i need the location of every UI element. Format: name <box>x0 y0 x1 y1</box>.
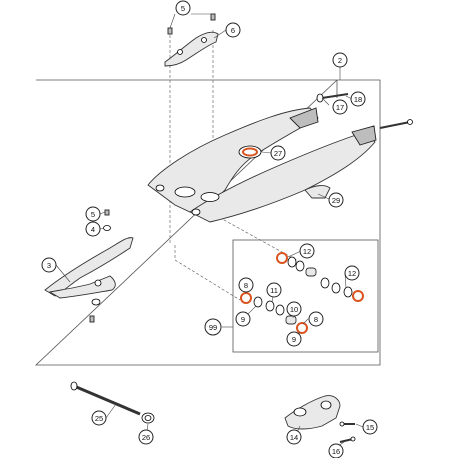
svg-text:11: 11 <box>270 286 278 295</box>
callout-25: 25 <box>91 410 107 426</box>
pivot-shaft-part <box>70 381 141 416</box>
svg-text:8: 8 <box>314 315 318 324</box>
swingarm-part <box>147 107 377 223</box>
callout-16: 16 <box>328 443 344 459</box>
svg-text:12: 12 <box>303 247 311 256</box>
slider-small-hardware <box>89 209 111 323</box>
leader-lines <box>55 13 364 452</box>
svg-text:10: 10 <box>290 305 298 314</box>
callout-12-upper: 12 <box>299 243 315 259</box>
callout-4: 4 <box>85 221 101 237</box>
callout-9-right: 9 <box>286 331 302 347</box>
dash-line-pivot-upper <box>214 214 301 263</box>
callout-14: 14 <box>286 429 302 445</box>
swingarm-group-frame <box>34 79 381 366</box>
callout-8-left: 8 <box>238 277 254 293</box>
bearing-kit-frame <box>232 239 379 353</box>
bearing-kit-parts <box>240 252 364 334</box>
bolt-pair-top <box>167 13 216 35</box>
callout-8-right: 8 <box>308 311 324 327</box>
svg-text:25: 25 <box>95 414 103 423</box>
callout-17: 17 <box>332 99 348 115</box>
svg-text:6: 6 <box>231 26 235 35</box>
svg-text:15: 15 <box>366 423 374 432</box>
chain-guide-lower-part <box>284 395 341 430</box>
svg-text:8: 8 <box>244 281 248 290</box>
svg-text:2: 2 <box>338 56 342 65</box>
svg-text:9: 9 <box>292 335 296 344</box>
svg-text:14: 14 <box>290 433 298 442</box>
svg-text:4: 4 <box>91 225 95 234</box>
svg-text:5: 5 <box>91 210 95 219</box>
callout-26: 26 <box>138 429 154 445</box>
svg-text:26: 26 <box>142 433 150 442</box>
svg-text:16: 16 <box>332 447 340 456</box>
callout-99: 99 <box>204 318 222 336</box>
callout-6: 6 <box>225 22 241 38</box>
svg-text:3: 3 <box>47 261 51 270</box>
callout-5-top: 5 <box>175 0 191 16</box>
callout-5-left: 5 <box>85 206 101 222</box>
callout-11: 11 <box>266 282 282 298</box>
chain-slider-part <box>44 237 134 299</box>
svg-text:9: 9 <box>241 315 245 324</box>
chain-adjuster-bolt-lower <box>379 119 413 129</box>
callout-3: 3 <box>41 257 57 273</box>
svg-text:18: 18 <box>354 95 362 104</box>
svg-text:27: 27 <box>274 149 282 158</box>
dash-line-pivot <box>174 245 241 301</box>
callout-29: 29 <box>328 192 344 208</box>
callout-10: 10 <box>286 301 302 317</box>
callout-2: 2 <box>332 52 348 68</box>
svg-text:17: 17 <box>336 103 344 112</box>
pivot-nut-part <box>141 412 155 424</box>
chain-guide-lower-hardware <box>339 421 356 443</box>
svg-text:12: 12 <box>348 269 356 278</box>
svg-text:5: 5 <box>181 4 185 13</box>
svg-text:29: 29 <box>332 196 340 205</box>
callout-27: 27 <box>270 145 286 161</box>
callout-18: 18 <box>350 91 366 107</box>
svg-text:99: 99 <box>209 323 217 332</box>
callout-15: 15 <box>362 419 378 435</box>
chain-guide-top-part <box>164 31 219 67</box>
callout-9-left: 9 <box>235 311 251 327</box>
chain-adjuster-bolt-upper <box>316 93 349 103</box>
callout-12-right: 12 <box>344 265 360 281</box>
